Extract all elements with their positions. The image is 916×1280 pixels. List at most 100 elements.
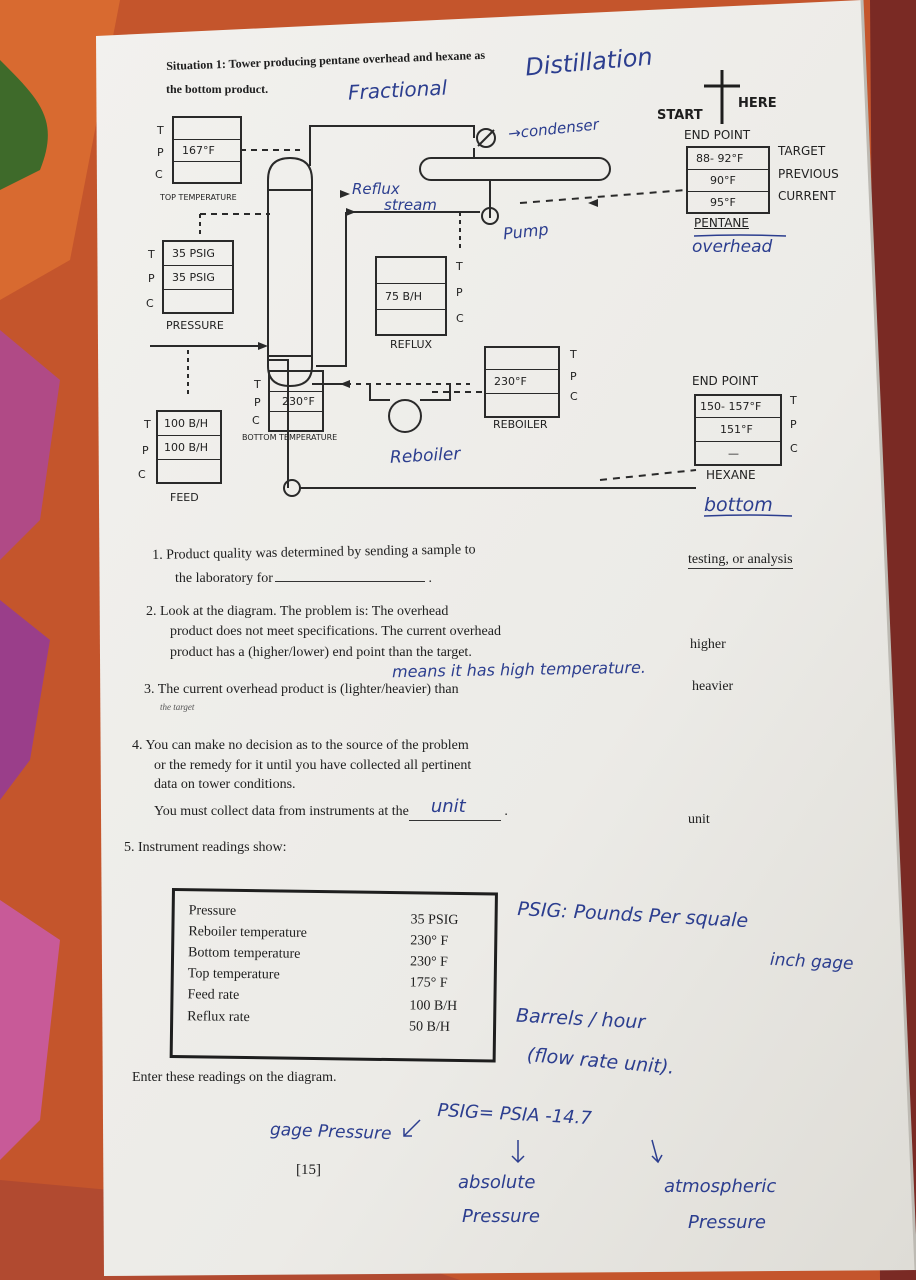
reading-value-feed-rate: 100 B/H — [409, 998, 458, 1014]
situation-line2: the bottom product. — [166, 82, 269, 96]
reading-value-top-temp: 175° F — [409, 975, 448, 991]
reading-label-reboiler-temp: Reboiler temperature — [188, 924, 308, 941]
question-4-answer: unit — [688, 812, 710, 827]
question-4-line2: or the remedy for it until you have coll… — [154, 758, 472, 773]
reboiler-label: REBOILER — [493, 418, 548, 431]
question-1-blank — [274, 581, 425, 582]
feed-cell-p: 100 B/H — [158, 436, 220, 460]
pressure-cell-c — [164, 290, 232, 312]
question-3-answer: heavier — [692, 679, 734, 694]
hexane-cell-target: 150- 157°F — [696, 396, 780, 418]
reboiler-c: C — [570, 390, 578, 403]
bottom-temp-label: BOTTOM TEMPERATURE — [242, 433, 338, 442]
handwriting-bottom: bottom — [704, 494, 773, 516]
paper-sheet — [96, 0, 916, 1276]
question-4-collect-text: You must collect data from instruments a… — [154, 804, 409, 819]
question-1-answer: testing, or analysis — [688, 552, 793, 569]
bottom-temp-box: 230°F — [268, 370, 324, 432]
question-1-text: the laboratory for — [175, 571, 273, 586]
question-4-collect: You must collect data from instruments a… — [154, 796, 508, 821]
reflux-box: 75 B/H — [375, 256, 447, 336]
feed-cell-c — [158, 460, 220, 482]
question-3-line2: the target — [160, 702, 195, 712]
reboiler-cell-p: 230°F — [486, 370, 558, 394]
handwriting-psig-def: PSIG: Pounds Per squale — [516, 898, 749, 933]
reading-label-bottom-temp: Bottom temperature — [187, 945, 301, 962]
pentane-cell-target: 88- 92°F — [688, 148, 768, 170]
handwriting-stream: stream — [384, 196, 437, 214]
reading-label-top-temp: Top temperature — [187, 966, 280, 983]
pentane-target-label: TARGET — [778, 144, 826, 158]
handwriting-flow-rate: (flow rate unit). — [526, 1044, 676, 1079]
top-temp-cell-p: 167°F — [174, 140, 240, 162]
pressure-label: PRESSURE — [166, 319, 224, 332]
reboiler-p: P — [570, 370, 577, 383]
handwriting-barrels-hour: Barrels / hour — [515, 1004, 646, 1034]
handwriting-arrows — [403, 1119, 663, 1164]
question-1-line2: the laboratory for . — [175, 571, 432, 586]
handwriting-overhead: overhead — [692, 237, 773, 257]
reading-label-pressure: Pressure — [188, 903, 237, 919]
bottom-temp-cell-c — [270, 412, 322, 430]
bottom-temp-cell-t — [270, 372, 322, 392]
question-4-line3: data on tower conditions. — [154, 777, 296, 792]
question-4-blank: unit — [408, 796, 501, 821]
reading-value-reflux-rate: 50 B/H — [408, 1019, 451, 1035]
start-label: START — [657, 108, 703, 123]
bottom-temp-t: T — [254, 378, 261, 391]
pentane-box: 88- 92°F 90°F 95°F — [686, 146, 770, 214]
pentane-cell-current: 95°F — [710, 195, 736, 209]
reading-label-reflux-rate: Reflux rate — [187, 1009, 250, 1026]
feed-p: P — [142, 444, 149, 457]
bottom-temp-cell-p: 230°F — [270, 392, 322, 412]
pressure-p: P — [148, 272, 155, 285]
reading-label-feed-rate: Feed rate — [187, 987, 240, 1003]
bottom-temp-c: C — [252, 414, 260, 427]
reboiler-cell-c — [486, 394, 558, 416]
question-2-line3: product has a (higher/lower) end point t… — [170, 645, 472, 660]
handwriting-reflux: Reflux — [352, 180, 400, 198]
top-temp-t: T — [157, 124, 164, 137]
hexane-p: P — [790, 418, 797, 431]
hexane-t: T — [790, 394, 797, 407]
handwriting-inch-gage: inch gage — [769, 949, 854, 975]
reflux-cell-c — [377, 310, 445, 334]
pentane-current-label: CURRENT — [778, 189, 836, 203]
bottom-temp-p: P — [254, 396, 261, 409]
question-2-line2: product does not meet specifications. Th… — [170, 624, 501, 639]
top-temp-p: P — [157, 146, 164, 159]
question-2-line1: 2. Look at the diagram. The problem is: … — [146, 604, 449, 619]
top-temp-cell-c — [174, 162, 240, 182]
here-label: HERE — [738, 96, 777, 111]
handwriting-absolute-pressure: Pressure — [462, 1206, 540, 1227]
question-1-line1: 1. Product quality was determined by sen… — [152, 542, 476, 563]
hexane-cell-current: — — [728, 446, 739, 460]
page-number: [15] — [296, 1162, 321, 1178]
reading-value-pressure: 35 PSIG — [410, 912, 459, 929]
reading-value-bottom-temp: 230° F — [409, 954, 448, 970]
feed-label: FEED — [170, 491, 199, 504]
top-temp-cell-t — [174, 118, 240, 140]
handwriting-atmospheric: atmospheric — [664, 1176, 777, 1197]
pressure-c: C — [146, 297, 154, 310]
hexane-c: C — [790, 442, 798, 455]
pentane-end-point: END POINT — [684, 128, 751, 142]
pentane-previous-label: PREVIOUS — [778, 167, 839, 181]
feed-box: 100 B/H 100 B/H — [156, 410, 222, 484]
hexane-label: HEXANE — [706, 468, 756, 482]
reflux-cell-p: 75 B/H — [377, 284, 445, 310]
handwriting-absolute: absolute — [458, 1172, 536, 1193]
reboiler-t: T — [570, 348, 577, 361]
feed-cell-t: 100 B/H — [158, 412, 220, 436]
handwriting-unit: unit — [430, 796, 466, 817]
pressure-t: T — [148, 248, 155, 261]
reflux-label: REFLUX — [390, 338, 433, 351]
hexane-end-point: END POINT — [692, 374, 759, 388]
instrument-readings-box: Pressure 35 PSIG Reboiler temperature 23… — [169, 888, 498, 1063]
pressure-cell-p: 35 PSIG — [164, 266, 232, 290]
question-4-line1: 4. You can make no decision as to the so… — [132, 738, 469, 753]
feed-t: T — [144, 418, 151, 431]
pentane-cell-previous: 90°F — [688, 170, 768, 192]
top-temp-c: C — [155, 168, 163, 181]
